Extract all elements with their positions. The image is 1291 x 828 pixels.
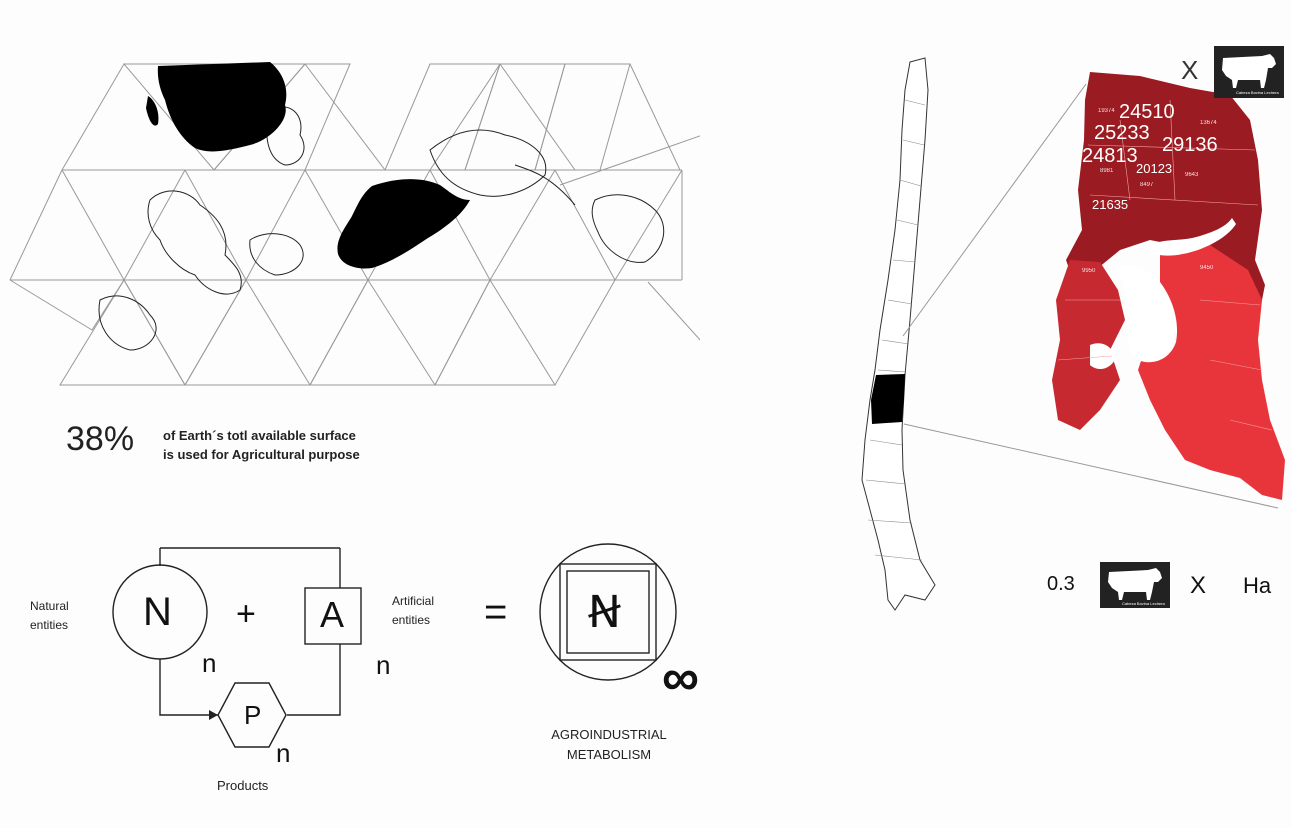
region-small-label: 9643 bbox=[1185, 172, 1199, 178]
chile-to-region-connectors bbox=[902, 83, 1279, 509]
region-small-label: 19374 bbox=[1098, 108, 1115, 114]
region-central-zone bbox=[1052, 260, 1125, 430]
artificial-label-line-2: entities bbox=[392, 613, 431, 627]
region-borders bbox=[1057, 99, 1273, 431]
metabolism-square-inner bbox=[566, 570, 650, 654]
region-large-label: 24510 bbox=[1119, 101, 1175, 123]
cattle-ratio-value: 0.3 bbox=[1047, 573, 1075, 595]
agriculture-desc-line-2: is used for Agricultural purpose bbox=[163, 447, 360, 462]
multiply-symbol: X bbox=[1190, 572, 1207, 599]
agroindustrial-metabolism-label: AGROINDUSTRIAL METABOLISM bbox=[534, 725, 684, 765]
dairy-cow-icon: Cabeza Bovina Lechera bbox=[1100, 562, 1170, 608]
region-small-label: 8981 bbox=[1100, 168, 1114, 174]
region-water-inlets bbox=[1090, 218, 1236, 370]
natural-entity-symbol: N bbox=[143, 590, 172, 634]
chile-los-lagos-highlight bbox=[871, 374, 905, 424]
flow-line-artificial bbox=[287, 644, 341, 716]
region-medium-label: 21635 bbox=[1092, 197, 1129, 212]
natural-entities-label: Natural entities bbox=[30, 597, 69, 635]
metabolism-label-line-1: AGROINDUSTRIAL bbox=[551, 727, 667, 742]
icosahedron-grid bbox=[9, 63, 683, 386]
region-large-label: 25233 bbox=[1094, 122, 1150, 144]
product-symbol: P bbox=[244, 700, 262, 730]
metabolism-square-outer bbox=[559, 563, 657, 661]
artificial-entity-square bbox=[304, 587, 362, 645]
multiply-symbol: X bbox=[1181, 55, 1199, 85]
region-southern-zone bbox=[1138, 245, 1285, 500]
agriculture-percent: 38% bbox=[66, 420, 135, 458]
cow-icon-caption: Cabeza Bovina Lechera bbox=[1236, 90, 1279, 95]
plus-sign: + bbox=[236, 595, 256, 633]
natural-label-line-1: Natural bbox=[30, 599, 69, 613]
equals-sign: = bbox=[484, 590, 508, 634]
metabolism-diagram bbox=[112, 543, 677, 748]
world-to-chile-connectors bbox=[559, 135, 700, 341]
continent-outlines bbox=[98, 106, 665, 351]
region-small-label: 13674 bbox=[1200, 120, 1217, 126]
subscript-n-natural: n bbox=[202, 648, 217, 678]
agriculture-description: of Earth´s totl available surface is use… bbox=[163, 426, 360, 464]
infinity-symbol: ∞ bbox=[662, 649, 700, 707]
hectare-unit: Ha bbox=[1243, 573, 1272, 598]
region-small-label: 9450 bbox=[1200, 265, 1214, 271]
artificial-label-line-1: Artificial bbox=[392, 594, 435, 608]
natural-label-line-2: entities bbox=[30, 618, 69, 632]
artificial-entities-label: Artificial entities bbox=[392, 592, 434, 630]
dairy-cow-icon: Cabeza Bovina Lechera bbox=[1214, 46, 1284, 98]
metabolism-symbol: Ꞥ bbox=[588, 588, 621, 637]
dymaxion-world-map bbox=[9, 62, 700, 386]
cow-icon-caption: Cabeza Bovina Lechera bbox=[1122, 601, 1165, 606]
metabolism-outer-circle bbox=[539, 543, 677, 681]
chile-outline bbox=[861, 57, 936, 611]
products-label: Products bbox=[217, 778, 269, 793]
subscript-n-artificial: n bbox=[376, 650, 391, 680]
region-small-label: 9950 bbox=[1082, 268, 1096, 274]
agricultural-land-areas bbox=[146, 62, 470, 269]
metabolism-label-line-2: METABOLISM bbox=[566, 747, 652, 762]
agriculture-desc-line-1: of Earth´s totl available surface bbox=[163, 428, 356, 443]
flow-line-natural bbox=[159, 659, 218, 716]
region-large-label: 24813 bbox=[1082, 145, 1138, 167]
arrow-head-icon bbox=[209, 710, 218, 720]
region-small-label: 8497 bbox=[1140, 182, 1154, 188]
subscript-n-product: n bbox=[276, 738, 291, 768]
artificial-entity-symbol: A bbox=[320, 594, 345, 635]
chile-region-borders bbox=[865, 99, 926, 561]
region-large-label: 29136 bbox=[1162, 134, 1218, 156]
region-medium-label: 20123 bbox=[1136, 161, 1173, 176]
